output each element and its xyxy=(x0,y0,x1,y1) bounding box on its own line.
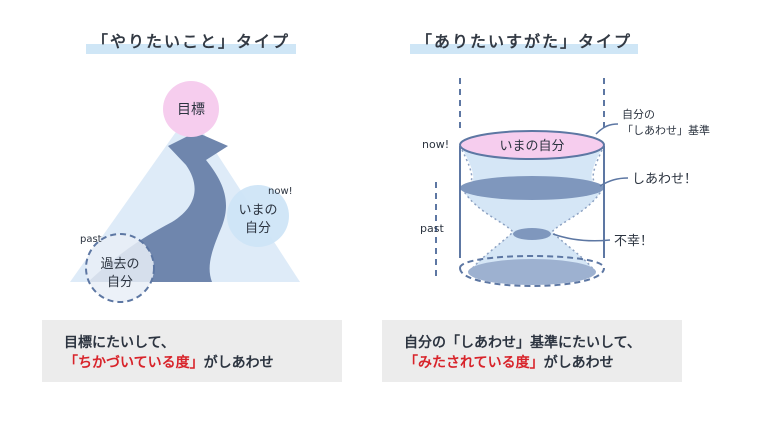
now-label-left: now! xyxy=(268,186,293,197)
unhappy-level-disc xyxy=(513,228,551,240)
past-label-right: past xyxy=(420,222,444,235)
bottom-disc xyxy=(468,259,596,285)
standard-callout-line xyxy=(595,123,619,135)
unhappy-callout-line xyxy=(552,233,611,242)
right-panel-title: 「ありたいすがた」タイプ xyxy=(410,28,639,54)
happy-callout-line xyxy=(599,177,629,187)
current-self-circle xyxy=(227,185,289,247)
right-caption-rest: がしあわせ xyxy=(543,355,614,371)
unhappy-label: 不幸！ xyxy=(614,234,653,249)
left-caption-highlight: 「ちかづいている度」 xyxy=(64,355,204,371)
standard-line1: 自分の xyxy=(622,108,655,121)
cylinder-base-dashed xyxy=(459,255,605,287)
past-self-line2: 自分 xyxy=(107,275,133,290)
right-caption-line2: 「みたされている度」がしあわせ xyxy=(404,353,682,373)
right-caption: 自分の「しあわせ」基準にたいして、 「みたされている度」がしあわせ xyxy=(382,320,682,382)
right-caption-highlight: 「みたされている度」 xyxy=(404,355,544,371)
left-caption-line1: 目標にたいして、 xyxy=(64,335,175,351)
happy-label: しあわせ！ xyxy=(632,172,697,187)
right-caption-line1: 自分の「しあわせ」基準にたいして、 xyxy=(404,335,641,351)
past-self-circle xyxy=(85,233,155,303)
progress-road xyxy=(88,132,228,282)
standard-rim xyxy=(459,130,605,160)
current-self-line1: いまの xyxy=(238,203,277,218)
happy-level-disc xyxy=(460,176,604,200)
current-self-line2: 自分 xyxy=(245,221,271,236)
past-self-line1: 過去の xyxy=(100,257,139,272)
left-caption: 目標にたいして、 「ちかづいている度」がしあわせ xyxy=(42,320,342,382)
current-self-label-right: いまの自分 xyxy=(499,139,564,154)
left-caption-line2: 「ちかづいている度」がしあわせ xyxy=(64,353,342,373)
standard-line2: 「しあわせ」基準 xyxy=(622,123,710,137)
goal-label: 目標 xyxy=(177,102,205,118)
volume-outline-right xyxy=(550,149,605,273)
left-caption-rest: がしあわせ xyxy=(203,355,274,371)
now-label-right: now! xyxy=(422,138,449,151)
goal-circle xyxy=(163,81,219,137)
left-panel-title: 「やりたいこと」タイプ xyxy=(86,28,297,54)
past-label-left: past xyxy=(80,234,102,245)
